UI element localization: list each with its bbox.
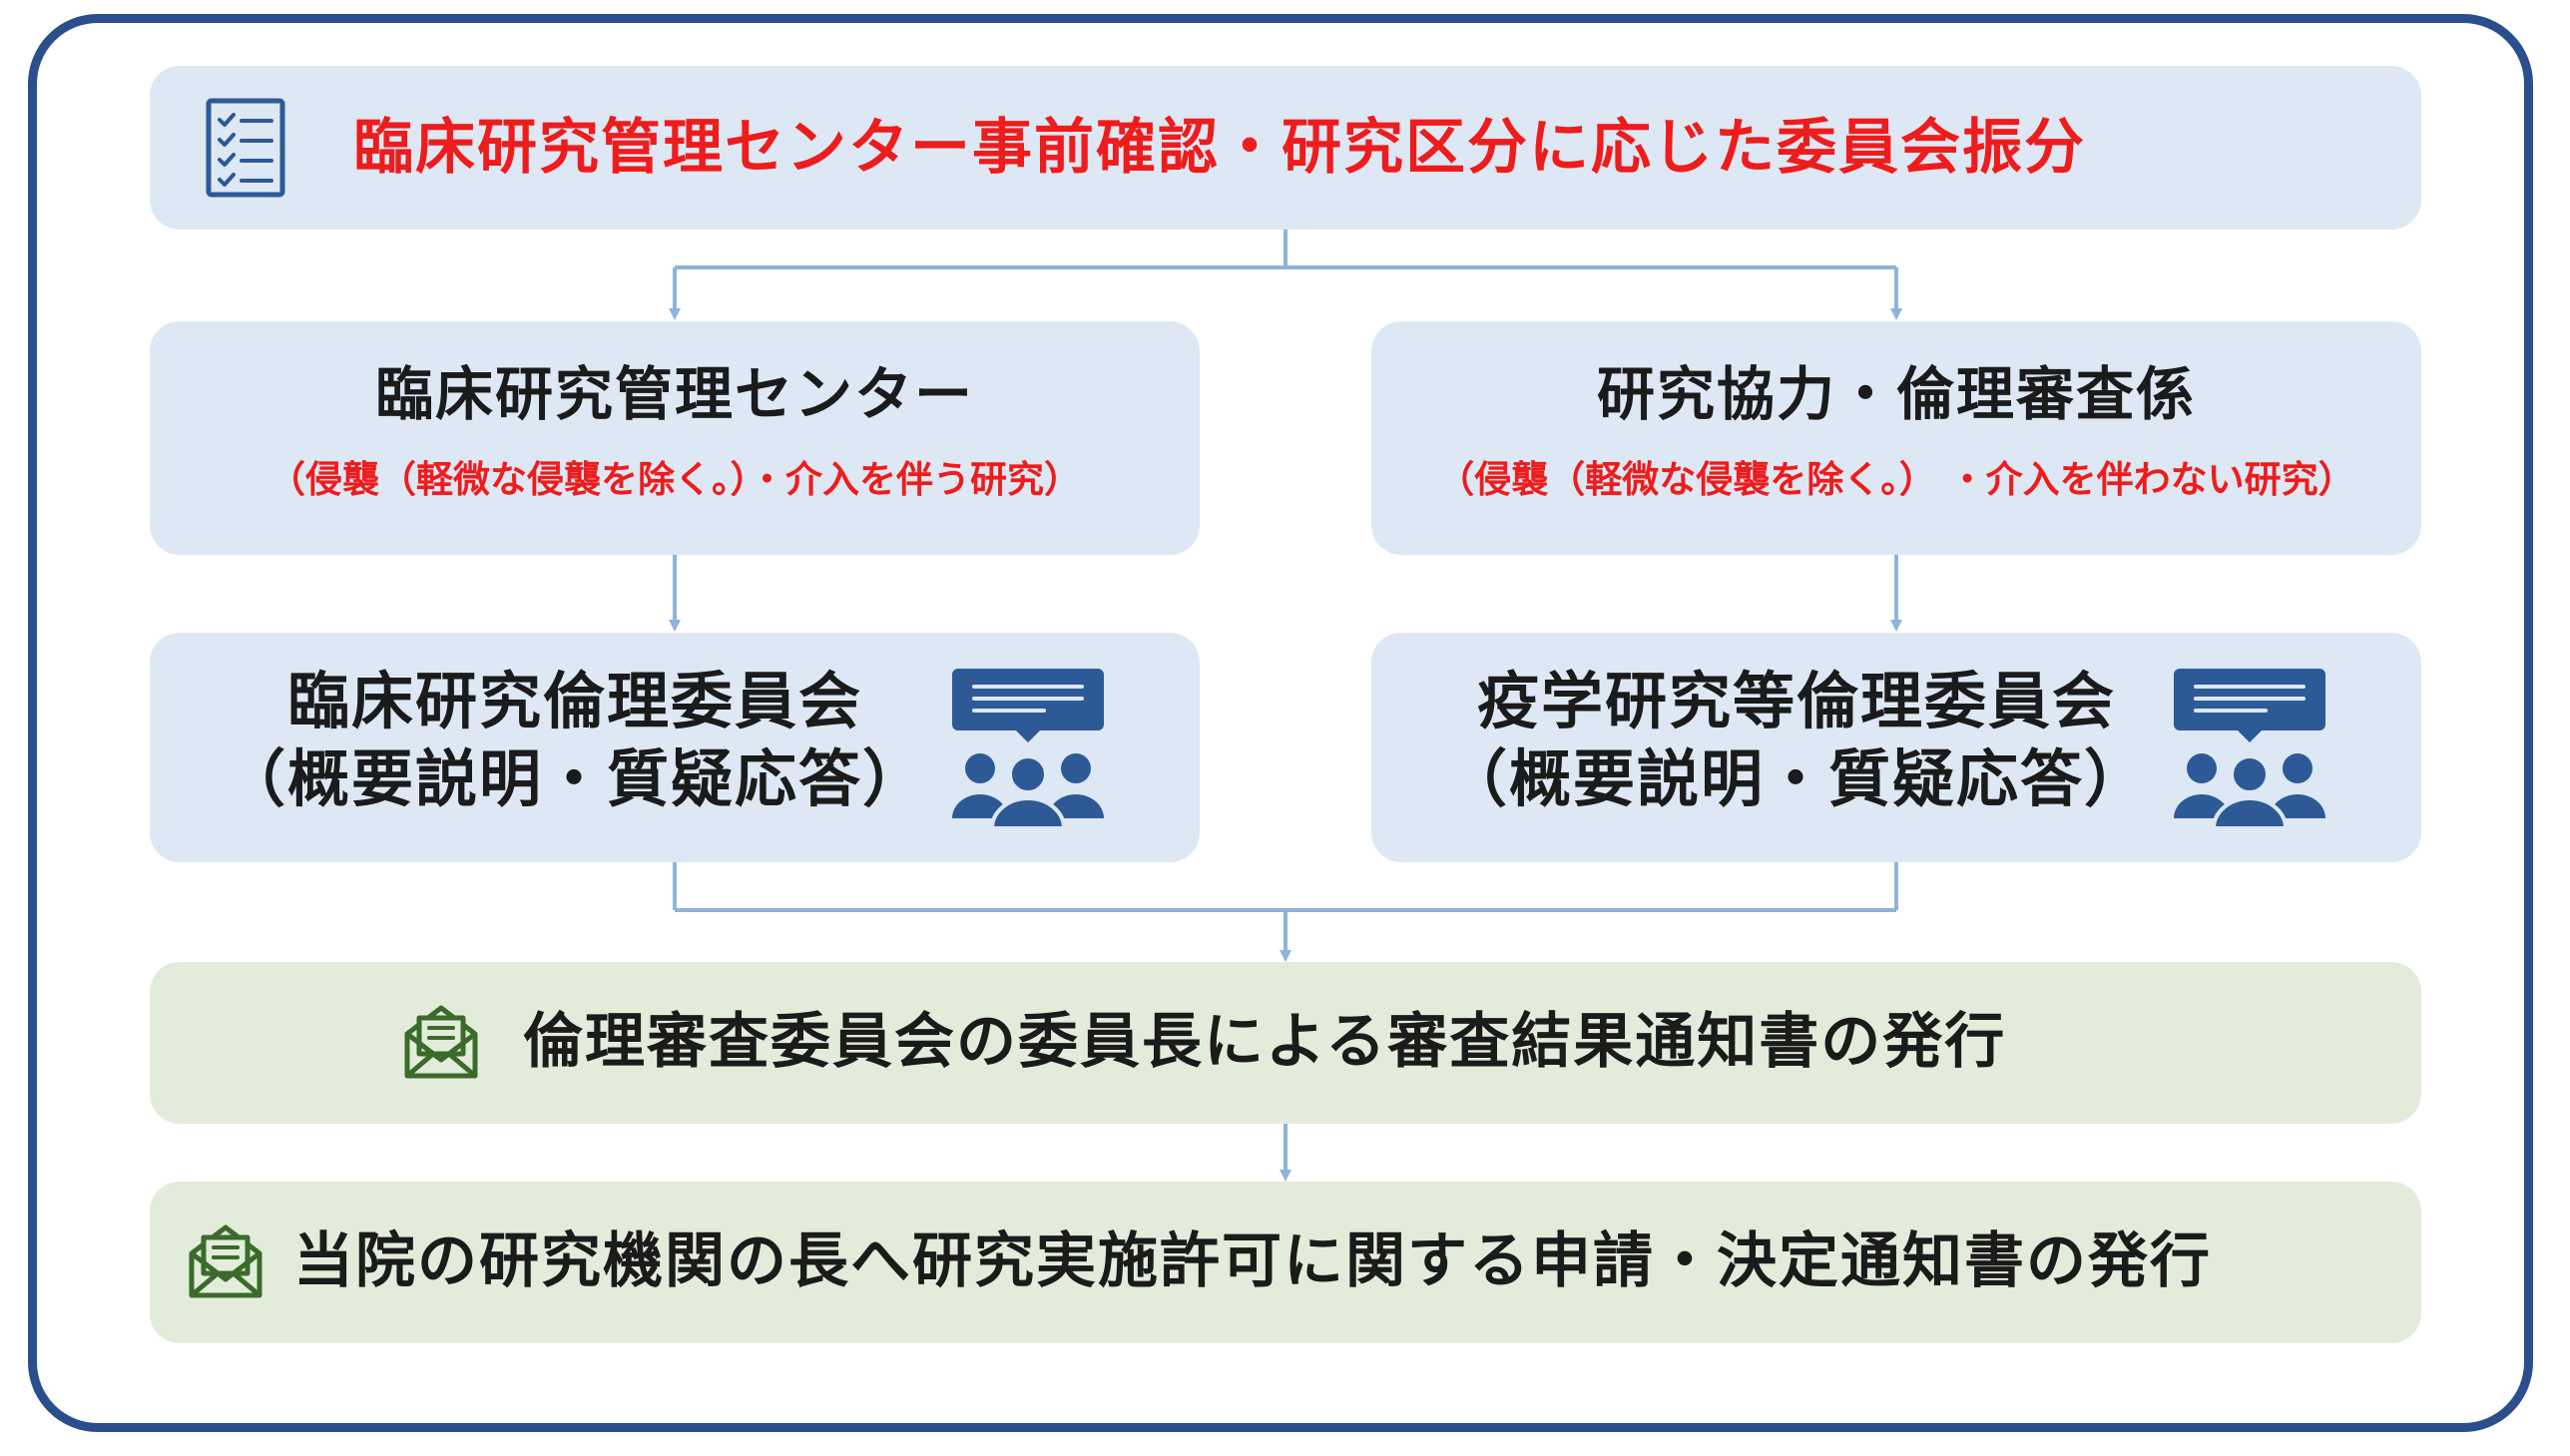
clinical-center-box: 臨床研究管理センター （侵襲（軽微な侵襲を除く。）・介入を伴う研究）: [150, 321, 1200, 555]
review-result-notice-label: 倫理審査委員会の委員長による審査結果通知書の発行: [523, 1007, 2007, 1077]
ethics-office-box: 研究協力・倫理審査係 （侵襲（軽微な侵襲を除く。） ・介入を伴わない研究）: [1371, 321, 2421, 555]
checklist-icon: [206, 98, 285, 198]
epidemiology-committee-detail: （概要説明・質疑応答）: [1444, 742, 2148, 815]
permit-application-box: 当院の研究機関の長へ研究実施許可に関する申請・決定通知書の発行: [150, 1182, 2421, 1343]
ethics-office-subtitle: （侵襲（軽微な侵襲を除く。） ・介入を伴わない研究）: [1437, 458, 2355, 501]
review-result-notice-box: 倫理審査委員会の委員長による審査結果通知書の発行: [150, 962, 2421, 1124]
epidemiology-ethics-committee-box: 疫学研究等倫理委員会 （概要説明・質疑応答）: [1371, 633, 2421, 862]
mail-icon: [404, 1005, 478, 1079]
clinical-ethics-committee-box: 臨床研究倫理委員会 （概要説明・質疑応答）: [150, 633, 1200, 862]
ethics-office-title: 研究協力・倫理審査係: [1596, 360, 2196, 428]
meeting-icon: [2174, 669, 2325, 830]
meeting-icon: [952, 669, 1104, 830]
epidemiology-committee-name: 疫学研究等倫理委員会: [1476, 665, 2116, 737]
clinical-committee-detail: （概要説明・質疑応答）: [223, 742, 926, 815]
clinical-committee-name: 臨床研究倫理委員会: [286, 665, 862, 737]
pre-check-label: 臨床研究管理センター事前確認・研究区分に応じた委員会振分: [353, 113, 2086, 183]
permit-application-label: 当院の研究機関の長へ研究実施許可に関する申請・決定通知書の発行: [293, 1226, 2212, 1296]
mail-icon: [189, 1224, 262, 1298]
clinical-center-subtitle: （侵襲（軽微な侵襲を除く。）・介入を伴う研究）: [268, 458, 1081, 501]
pre-check-box: 臨床研究管理センター事前確認・研究区分に応じた委員会振分: [150, 66, 2421, 230]
clinical-center-title: 臨床研究管理センター: [374, 360, 974, 428]
